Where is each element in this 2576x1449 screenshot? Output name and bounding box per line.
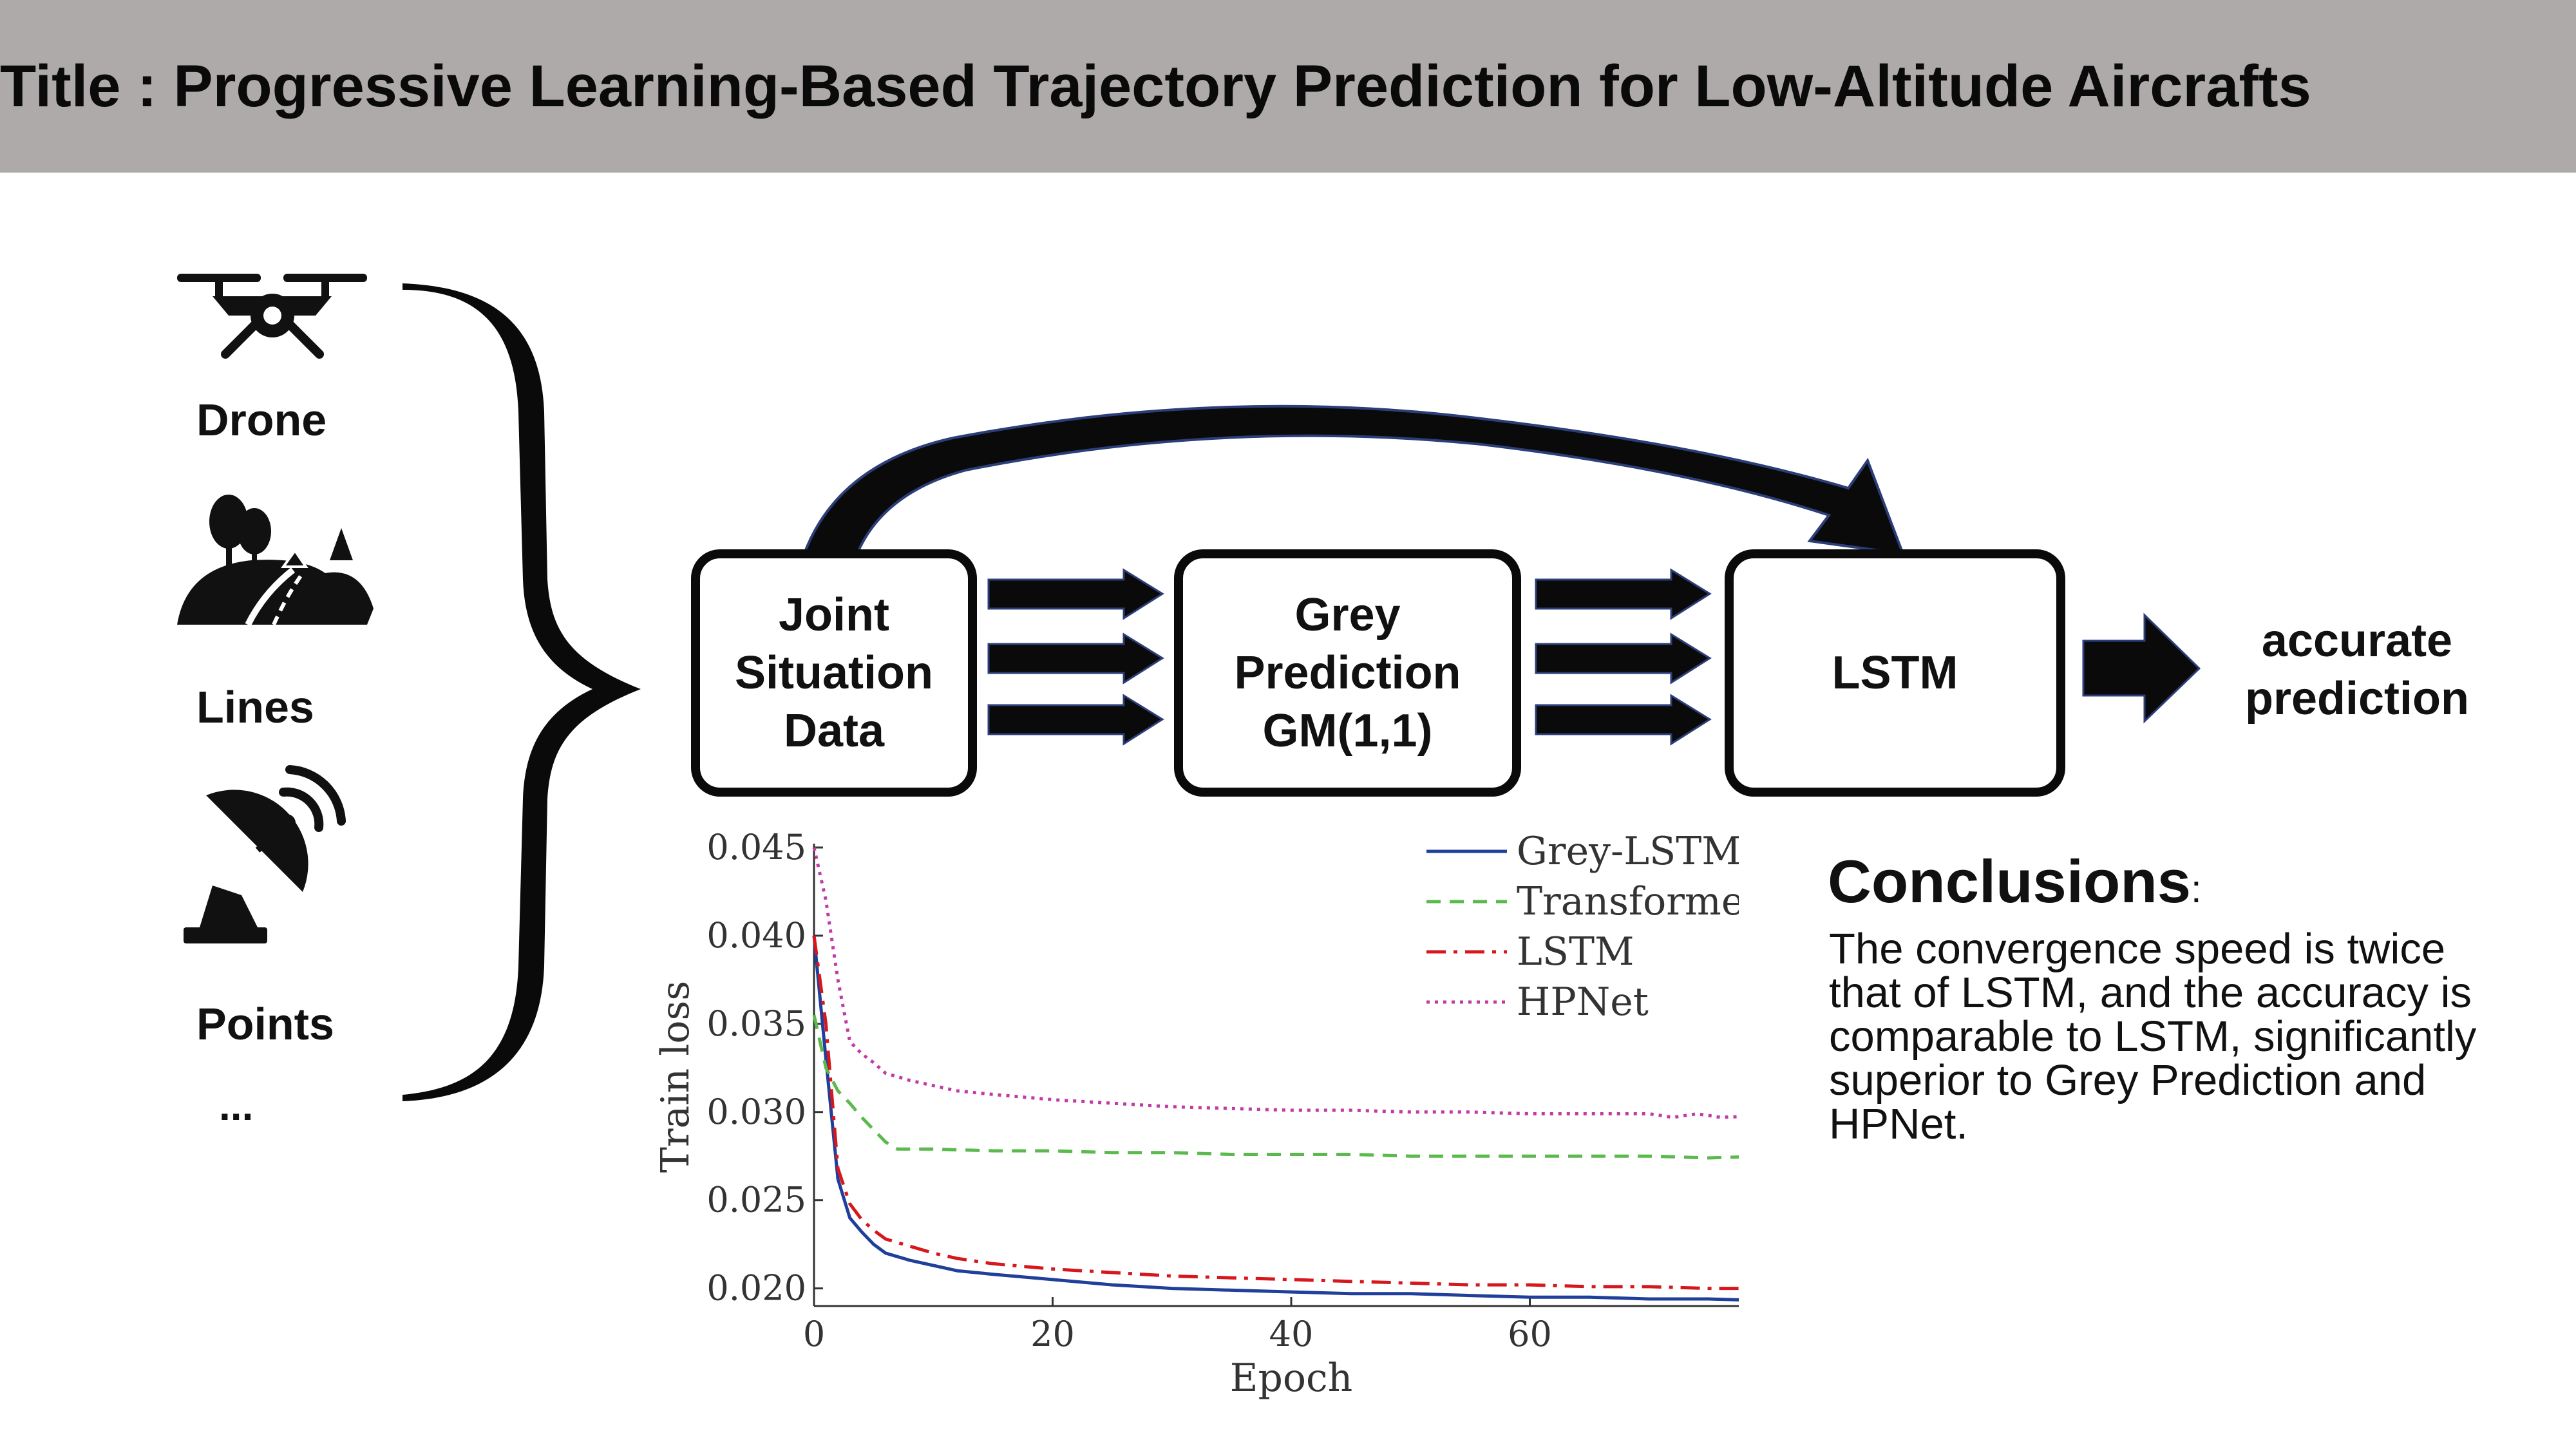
joint-situation-data-text: Joint Situation Data: [696, 554, 972, 792]
box1-line-3: Data: [783, 705, 885, 757]
box3-line-1: LSTM: [1832, 647, 1958, 699]
y-axis-label: Train loss: [653, 981, 698, 1173]
y-tick-label: 0.045: [706, 827, 806, 867]
box2-line-1: Grey: [1294, 589, 1401, 641]
legend-label: Transformer: [1517, 879, 1739, 924]
y-tick-label: 0.030: [706, 1092, 806, 1132]
output-line-1: accurate: [2261, 615, 2453, 667]
lstm-text: LSTM: [1729, 554, 2061, 792]
grey-prediction-text: Grey Prediction GM(1,1): [1179, 554, 1517, 792]
box2-line-3: GM(1,1): [1262, 705, 1433, 757]
series-line-grey-lstm: [812, 935, 1739, 1302]
x-tick-label: 60: [1508, 1314, 1552, 1354]
conclusions-heading: Conclusions:: [1828, 847, 2202, 916]
drone-label: Drone: [196, 395, 327, 445]
accurate-prediction-text: accurate prediction: [2202, 605, 2512, 734]
output-line-2: prediction: [2244, 673, 2469, 724]
output-arrow: [2082, 612, 2201, 724]
title-banner: Title : Progressive Learning-Based Traje…: [0, 0, 2576, 173]
legend-label: HPNet: [1517, 980, 1649, 1025]
points-label: Points: [196, 999, 334, 1049]
conclusions-title: Conclusions: [1828, 848, 2192, 915]
joint-situation-data-box: [691, 549, 977, 797]
chart-series: [812, 847, 1739, 1302]
x-tick-label: 20: [1030, 1314, 1075, 1354]
triple-arrow-1: [987, 568, 1164, 746]
train-loss-chart: 0.0200.0250.0300.0350.0400.045020406080E…: [653, 827, 1739, 1401]
x-axis-label: Epoch: [1230, 1356, 1353, 1401]
satellite-dish-icon: [184, 765, 346, 943]
triple-arrow-2: [1535, 568, 1712, 746]
series-line-transformer: [812, 1014, 1739, 1160]
series-line-lstm: [812, 935, 1739, 1291]
y-tick-label: 0.035: [706, 1003, 806, 1044]
skip-connection-arrow: [802, 404, 1906, 556]
lstm-box: [1725, 549, 2065, 797]
more-inputs-ellipsis: ...: [219, 1083, 254, 1129]
box1-line-1: Joint: [779, 589, 889, 641]
x-tick-label: 0: [803, 1314, 825, 1354]
legend-label: LSTM: [1517, 929, 1634, 974]
grey-prediction-box: [1174, 549, 1521, 797]
legend-label: Grey-LSTM: [1517, 829, 1739, 874]
box1-line-2: Situation: [735, 647, 933, 699]
y-tick-label: 0.040: [706, 915, 806, 956]
landscape-icon: [177, 495, 374, 627]
page-title: Title : Progressive Learning-Based Traje…: [0, 53, 2311, 119]
y-tick-label: 0.025: [706, 1180, 806, 1220]
x-tick-label: 40: [1269, 1314, 1314, 1354]
drone-icon: [177, 274, 367, 359]
lines-label: Lines: [196, 682, 314, 732]
conclusions-colon: :: [2191, 867, 2202, 911]
box2-line-2: Prediction: [1234, 647, 1461, 699]
chart-axes: 0.0200.0250.0300.0350.0400.045020406080E…: [653, 827, 1739, 1401]
grouping-brace: [402, 283, 641, 1101]
conclusions-body: The convergence speed is twice that of L…: [1829, 925, 2477, 1148]
y-tick-label: 0.020: [706, 1268, 806, 1309]
series-line-hpnet: [812, 847, 1739, 1119]
